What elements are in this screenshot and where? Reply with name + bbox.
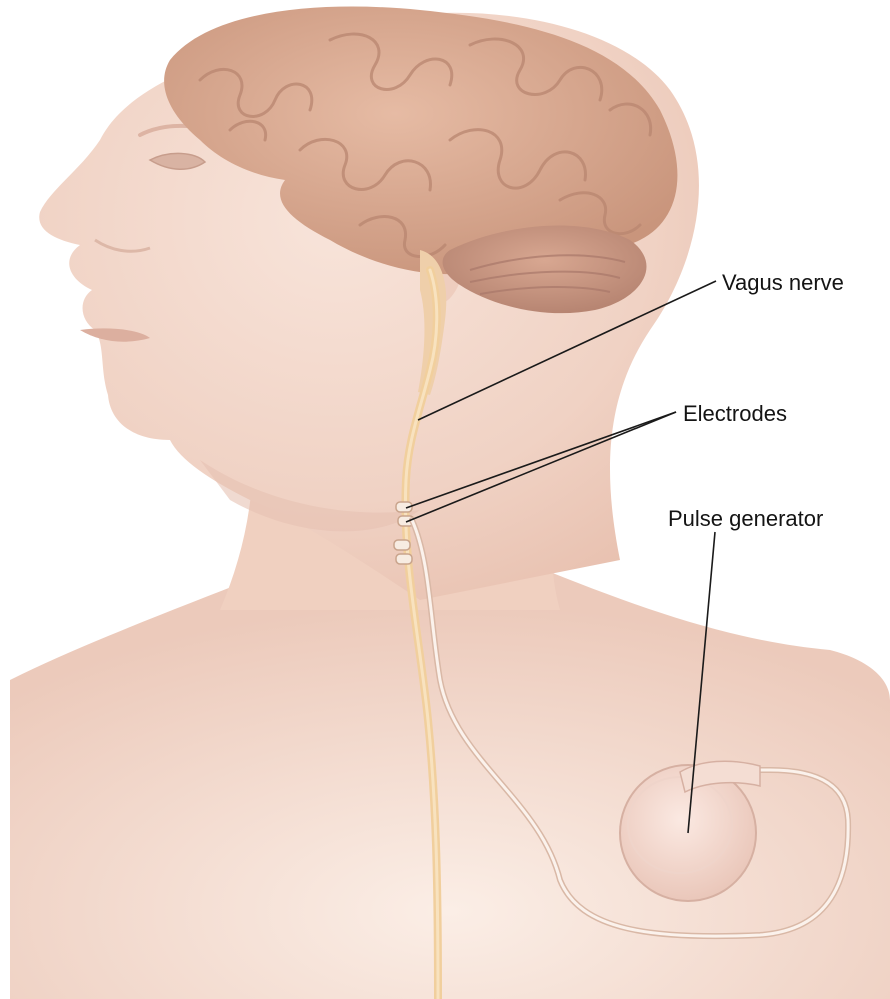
- vagus-nerve-label: Vagus nerve: [722, 272, 844, 294]
- pulse-generator-label: Pulse generator: [668, 508, 823, 530]
- electrodes-label: Electrodes: [683, 403, 787, 425]
